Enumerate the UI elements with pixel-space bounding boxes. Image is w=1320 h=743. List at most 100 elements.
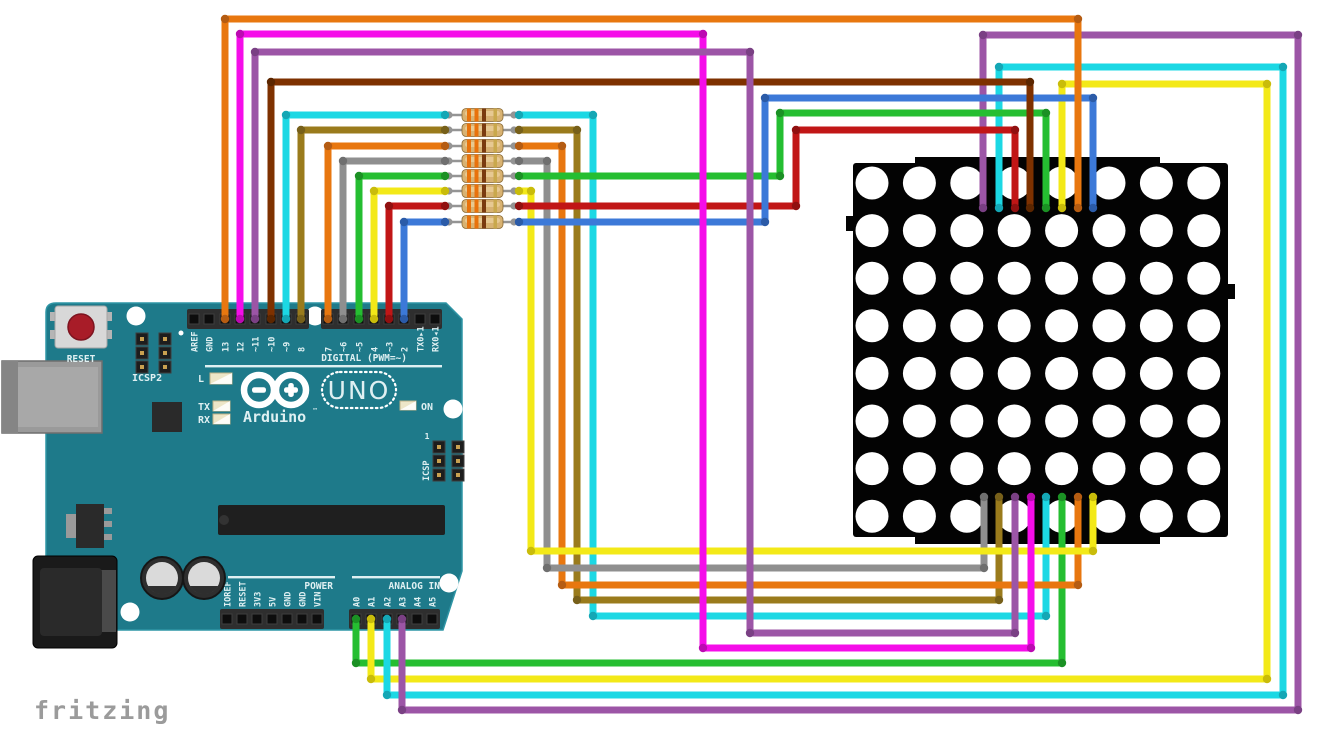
pin-socket[interactable] [414,313,426,325]
pin-socket[interactable] [251,613,263,625]
wire-a0-green-to-matrix-bottom6-joint[interactable] [351,658,361,668]
wire-r4-gray-to-matrix-bottom1-joint[interactable] [979,563,989,573]
wire-r7-red-to-matrix-top3-joint[interactable] [791,125,801,135]
wire-d10-brown-to-matrix-top4-joint[interactable] [266,77,276,87]
wire-d8-gold-to-r2-joint[interactable] [296,125,306,135]
led-matrix-8x8[interactable] [846,157,1235,544]
matrix-body[interactable] [853,163,1228,537]
wire-r8-blue-to-matrix-top8-joint[interactable] [760,217,770,227]
wire-d10-brown-to-matrix-top4-joint[interactable] [266,314,276,324]
wire-d2-blue-to-r8-joint[interactable] [440,217,450,227]
wire-d3-red-to-r7-joint[interactable] [384,314,394,324]
wire-r7-red-to-matrix-top3-joint[interactable] [1010,125,1020,135]
wire-d13-orange-to-matrix-top7-joint[interactable] [220,314,230,324]
wire-d11-purple-to-matrix-bottom3-joint[interactable] [250,47,260,57]
wire-r4-gray-to-matrix-bottom1-joint[interactable] [542,156,552,166]
wire-d11-purple-to-matrix-bottom3[interactable] [251,48,1019,637]
wire-d12-magenta-to-matrix-bottom4-joint[interactable] [235,29,245,39]
wire-d5-green-to-r5-joint[interactable] [354,171,364,181]
wire-d12-magenta-to-matrix-bottom4-joint[interactable] [1026,643,1036,653]
wire-r7-red-to-matrix-top3-joint[interactable] [791,201,801,211]
pin-socket[interactable] [281,613,293,625]
wire-r7-red-to-matrix-top3-joint[interactable] [514,201,524,211]
wire-r2-gold-to-matrix-bottom2-joint[interactable] [572,595,582,605]
wire-a3-purple-to-matrix-top1-joint[interactable] [1293,705,1303,715]
wire-a3-purple-to-matrix-top1-joint[interactable] [1293,30,1303,40]
wire-r6-yellow-to-matrix-bottom8-joint[interactable] [526,546,536,556]
wire-d7-orange-to-r3-joint[interactable] [323,141,333,151]
wire-d6-gray-to-r4-joint[interactable] [338,314,348,324]
wire-d7-orange-to-r3-joint[interactable] [323,314,333,324]
wire-d11-purple-to-matrix-bottom3-joint[interactable] [250,314,260,324]
wire-r7-red-to-matrix-top3-joint[interactable] [1010,203,1020,213]
pin-socket[interactable] [221,613,233,625]
wire-r6-yellow-to-matrix-bottom8-joint[interactable] [514,186,524,196]
wire-r5-green-to-matrix-top5-joint[interactable] [775,171,785,181]
wire-r1-cyan-to-matrix-bottom5-joint[interactable] [588,110,598,120]
wire-d12-magenta-to-matrix-bottom4-joint[interactable] [698,643,708,653]
wire-a1-yellow-to-matrix-top6-joint[interactable] [1262,79,1272,89]
wire-r5-green-to-matrix-top5-joint[interactable] [775,108,785,118]
pin-socket[interactable] [429,313,441,325]
wire-a1-yellow-to-matrix-top6-joint[interactable] [1057,203,1067,213]
wire-d6-gray-to-r4-joint[interactable] [440,156,450,166]
wire-a3-purple-to-matrix-top1-joint[interactable] [397,705,407,715]
wire-r6-yellow-to-matrix-bottom8-joint[interactable] [1088,492,1098,502]
wire-r3-orange-to-matrix-bottom7-joint[interactable] [1073,492,1083,502]
wire-r3-orange-to-matrix-bottom7-joint[interactable] [514,141,524,151]
pin-socket[interactable] [411,613,423,625]
wire-r3-orange-to-matrix-bottom7-joint[interactable] [1073,580,1083,590]
resistor-bank[interactable] [444,108,520,229]
wire-d13-orange-to-matrix-top7-joint[interactable] [1073,14,1083,24]
pin-socket[interactable] [188,313,200,325]
pin-socket[interactable] [266,613,278,625]
wire-a2-cyan-to-matrix-top2-joint[interactable] [994,62,1004,72]
wire-a3-purple-to-matrix-top1-joint[interactable] [397,614,407,624]
wire-d9-cyan-to-r1-joint[interactable] [440,110,450,120]
wire-d13-orange-to-matrix-top7-joint[interactable] [1073,203,1083,213]
reset-button-cap[interactable] [67,313,95,341]
wire-a0-green-to-matrix-bottom6-joint[interactable] [1057,658,1067,668]
wire-r8-blue-to-matrix-top8-joint[interactable] [514,217,524,227]
wire-d10-brown-to-matrix-top4[interactable] [267,78,1034,323]
pin-socket[interactable] [203,313,215,325]
wire-r3-orange-to-matrix-bottom7-joint[interactable] [557,141,567,151]
wire-r5-green-to-matrix-top5-joint[interactable] [1041,108,1051,118]
wire-d2-blue-to-r8-joint[interactable] [399,314,409,324]
wire-a3-purple-to-matrix-top1-joint[interactable] [978,30,988,40]
wire-a3-purple-to-matrix-top1-joint[interactable] [978,203,988,213]
pin-socket[interactable] [426,613,438,625]
wire-d10-brown-to-matrix-top4-joint[interactable] [1025,77,1035,87]
wire-d4-yellow-to-r6[interactable] [370,187,449,323]
wire-d5-green-to-r5-joint[interactable] [440,171,450,181]
wire-r1-cyan-to-matrix-bottom5-joint[interactable] [514,110,524,120]
wire-r4-gray-to-matrix-bottom1-joint[interactable] [979,492,989,502]
wire-d13-orange-to-matrix-top7[interactable] [221,15,1082,323]
wire-r3-orange-to-matrix-bottom7-joint[interactable] [557,580,567,590]
wire-r2-gold-to-matrix-bottom2-joint[interactable] [514,125,524,135]
wire-r1-cyan-to-matrix-bottom5-joint[interactable] [1041,492,1051,502]
wire-d5-green-to-r5-joint[interactable] [354,314,364,324]
wire-r2-gold-to-matrix-bottom2-joint[interactable] [994,492,1004,502]
wire-a1-yellow-to-matrix-top6-joint[interactable] [366,614,376,624]
wire-a1-yellow-to-matrix-top6-joint[interactable] [1262,674,1272,684]
wire-r8-blue-to-matrix-top8-joint[interactable] [760,93,770,103]
wire-r5-green-to-matrix-top5-joint[interactable] [1041,203,1051,213]
wire-a2-cyan-to-matrix-top2-joint[interactable] [1278,690,1288,700]
wire-r6-yellow-to-matrix-bottom8-joint[interactable] [526,186,536,196]
wire-d10-brown-to-matrix-top4-joint[interactable] [1025,203,1035,213]
wire-d11-purple-to-matrix-bottom3-joint[interactable] [1010,628,1020,638]
wire-d9-cyan-to-r1-joint[interactable] [281,110,291,120]
wire-a2-cyan-to-matrix-top2-joint[interactable] [382,690,392,700]
wire-d13-orange-to-matrix-top7-joint[interactable] [220,14,230,24]
wire-d3-red-to-r7-joint[interactable] [384,201,394,211]
wire-r8-blue-to-matrix-top8-joint[interactable] [1088,203,1098,213]
wire-d8-gold-to-r2-joint[interactable] [440,125,450,135]
wire-r4-gray-to-matrix-bottom1-joint[interactable] [542,563,552,573]
wire-d12-magenta-to-matrix-bottom4[interactable] [236,30,1035,652]
wire-d11-purple-to-matrix-bottom3-joint[interactable] [745,47,755,57]
wire-d11-purple-to-matrix-bottom3-joint[interactable] [745,628,755,638]
wire-r5-green-to-matrix-top5-joint[interactable] [514,171,524,181]
wire-r6-yellow-to-matrix-bottom8-joint[interactable] [1088,546,1098,556]
